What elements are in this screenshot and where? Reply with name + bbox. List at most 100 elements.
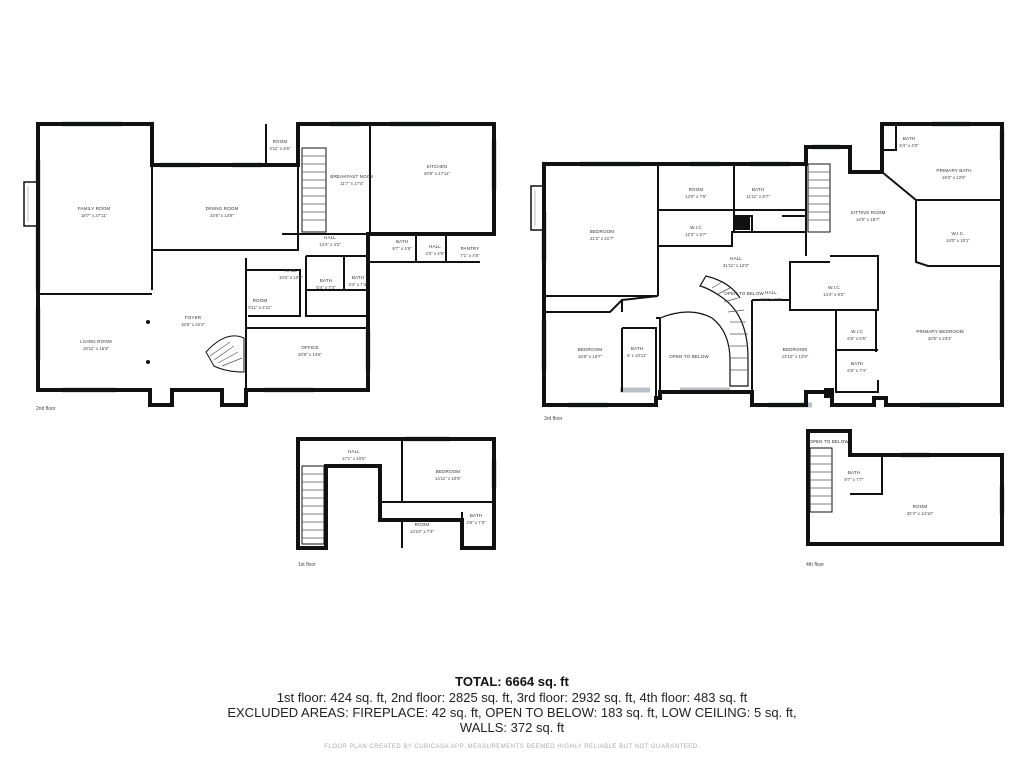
room-name: FOYER xyxy=(185,315,202,320)
room-dims: 13'10" x 12'9" xyxy=(782,354,809,359)
room-dims: 4'3" x 4'6" xyxy=(425,251,445,256)
room-name: W.I.C xyxy=(828,285,840,290)
room-name: BATH xyxy=(320,278,332,283)
room-dims: 14'0" x 10'1" xyxy=(946,238,971,243)
room-name: PRIMARY BATH xyxy=(936,168,971,173)
room-dims: 16'8" x 16'7" xyxy=(578,354,603,359)
room-dims: 6' x 10'11" xyxy=(627,353,647,358)
room-dims: 32'4" x 14'10" xyxy=(907,511,934,516)
room-dims: 5'4" x 4'0" xyxy=(899,143,919,148)
room-dims: 20'5" x 23'4" xyxy=(928,336,953,341)
room-dims: 6'5" x 6'5" xyxy=(847,336,867,341)
room-dims: 11'7" x 17'4" xyxy=(340,181,364,186)
room-dims: 11'11" x 8'7" xyxy=(746,194,770,199)
room-labels-4th: OPEN TO BELOW BATH 8'7" x 7'7" ROOM 32'4… xyxy=(809,439,934,516)
excluded-areas: EXCLUDED AREAS: FIREPLACE: 42 sq. ft, OP… xyxy=(227,705,797,720)
room-name: BATH xyxy=(851,361,863,366)
room-dims: 5'11" x 4'11" xyxy=(248,305,272,310)
room-name: ROOM xyxy=(253,298,268,303)
room-name: HALL xyxy=(730,256,742,261)
disclaimer: FLOOR PLAN CREATED BY CUBICASA APP. MEAS… xyxy=(324,744,700,750)
room-dims: 14'4" x 8'2" xyxy=(823,292,845,297)
room-name: W.I.C xyxy=(851,329,863,334)
room-name: OFFICE xyxy=(301,345,318,350)
room-labels-2nd: FAMILY ROOM 18'7" x 27'11" DINING ROOM 2… xyxy=(78,139,480,357)
room-dims: 18'11" x 15'8" xyxy=(83,346,110,351)
room-dims: 4'11" x 6'6" xyxy=(269,146,291,151)
room-dims: 8'7" x 4'6" xyxy=(392,246,412,251)
room-name: HALL xyxy=(348,449,360,454)
stairs-1st xyxy=(301,465,325,545)
room-dims: 24'6" x 14'8" xyxy=(210,213,235,218)
room-dims: 17'1" x 10'5" xyxy=(342,456,367,461)
room-name: BEDROOM xyxy=(436,469,461,474)
room-dims: 14'4" x 4'2" xyxy=(319,242,341,247)
room-dims: 12'3" x 5'7" xyxy=(685,232,707,237)
floor-4th: OPEN TO BELOW BATH 8'7" x 7'7" ROOM 32'4… xyxy=(806,429,1005,568)
total-area: TOTAL: 6664 sq. ft xyxy=(455,674,569,689)
room-name: KITCHEN xyxy=(427,164,448,169)
room-name: BATH xyxy=(752,187,764,192)
room-name: DINING ROOM xyxy=(206,206,239,211)
windows-3rd xyxy=(541,121,1005,408)
room-dims: 7'1" x 4'6" xyxy=(460,253,480,258)
stairs-4th xyxy=(809,447,833,513)
floor-areas: 1st floor: 424 sq. ft, 2nd floor: 2825 s… xyxy=(276,690,748,705)
stairs-2nd xyxy=(205,147,327,373)
room-name: HALL xyxy=(324,235,336,240)
room-name: BATH xyxy=(848,470,860,475)
room-name: OPEN TO BELOW xyxy=(669,354,709,359)
floor-label: 3rd floor xyxy=(544,416,563,422)
room-dims: 14'11" x 10'5" xyxy=(435,476,462,481)
room-name: BEDROOM xyxy=(578,347,603,352)
room-name: BEDROOM xyxy=(783,347,808,352)
floor-label: 1st floor xyxy=(298,562,316,568)
room-dims: 13'10" x 7'3" xyxy=(410,529,435,534)
room-name: BATH xyxy=(396,239,408,244)
room-name: HALL xyxy=(765,290,777,295)
room-name: W.I.C. xyxy=(951,231,964,236)
room-dims: 20'8" x 14'6" xyxy=(298,352,323,357)
room-name: HALL xyxy=(285,268,297,273)
room-name: LIVING ROOM xyxy=(80,339,112,344)
room-dims: 20'9" x 17'11" xyxy=(424,171,451,176)
room-dims: 18'7" x 27'11" xyxy=(81,213,108,218)
room-name: W.I.C xyxy=(690,225,702,230)
walls-area: WALLS: 372 sq. ft xyxy=(459,720,565,735)
room-name: BATH xyxy=(470,513,482,518)
room-name: ROOM xyxy=(689,187,704,192)
room-name: BATH xyxy=(352,275,364,280)
room-dims: 12'0" x 7'6" xyxy=(685,194,707,199)
fireplace-icon xyxy=(23,181,39,227)
room-name: PANTRY xyxy=(461,246,480,251)
room-dims: 14'0" x 18'7" xyxy=(856,217,881,222)
room-name: HALL xyxy=(429,244,441,249)
room-dims: 3'4" x 7'4" xyxy=(348,282,368,287)
room-name: PRIMARY BEDROOM xyxy=(916,329,963,334)
floor-label: 2nd floor xyxy=(36,406,56,412)
room-name: BREAKFAST NOOK xyxy=(330,174,374,179)
room-name: ROOM xyxy=(913,504,928,509)
room-labels-3rd: BEDROOM 21'2" x 21'7" ROOM 12'0" x 7'6" … xyxy=(578,136,972,373)
floor-1st: HALL 17'1" x 10'5" BEDROOM 14'11" x 10'5… xyxy=(296,436,497,568)
floor-3rd: BEDROOM 21'2" x 21'7" ROOM 12'0" x 7'6" … xyxy=(530,121,1005,422)
room-dims: 8'7" x 7'7" xyxy=(844,477,864,482)
room-dims: 5'11" x 6'8" xyxy=(760,297,782,302)
room-name: OPEN TO BELOW xyxy=(809,439,849,444)
room-name: OPEN TO BELOW xyxy=(724,291,764,296)
room-dims: 15'5" x 22'2" xyxy=(181,322,206,327)
room-dims: 31'11" x 12'3" xyxy=(723,263,750,268)
room-name: BATH xyxy=(903,136,915,141)
room-name: SITTING ROOM xyxy=(851,210,886,215)
room-labels-1st: HALL 17'1" x 10'5" BEDROOM 14'11" x 10'5… xyxy=(342,449,486,534)
room-dims: 6'4" x 7'4" xyxy=(316,285,336,290)
room-name: ROOM xyxy=(273,139,288,144)
floor-2nd: FAMILY ROOM 18'7" x 27'11" DINING ROOM 2… xyxy=(23,121,497,412)
room-dims: 6'5" x 7'4" xyxy=(847,368,867,373)
room-name: BEDROOM xyxy=(590,229,615,234)
room-dims: 4'8" x 7'3" xyxy=(466,520,486,525)
floor-label: 4th floor xyxy=(806,562,824,568)
room-name: BATH xyxy=(631,346,643,351)
room-dims: 10'4" x 10'0" xyxy=(279,275,304,280)
